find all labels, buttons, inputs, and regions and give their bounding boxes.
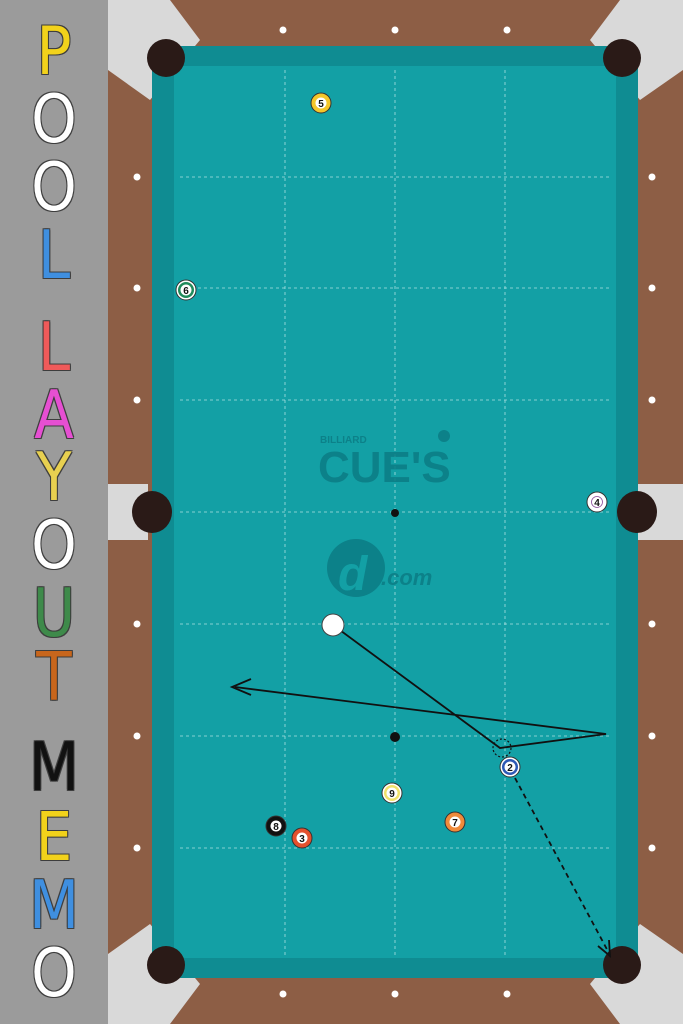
shot-lines — [229, 624, 612, 959]
ball-2[interactable]: 2 — [499, 756, 521, 778]
pocket-bottom-right — [603, 946, 641, 984]
ball-7[interactable]: 7 — [444, 811, 466, 833]
center-spot — [391, 509, 399, 517]
object-path-arrowhead-icon — [597, 939, 612, 959]
pocket-side-left — [132, 491, 172, 533]
pocket-side-right — [617, 491, 657, 533]
pocket-bottom-left — [147, 946, 185, 984]
pocket-top-left — [147, 39, 185, 77]
ball-number-label: 3 — [299, 834, 305, 845]
ball-number-label: 7 — [452, 818, 458, 829]
ball-number-label: 9 — [389, 789, 395, 800]
pocket-top-right — [603, 39, 641, 77]
logo-cue-ball-icon — [438, 430, 450, 442]
cue-path-line — [234, 624, 607, 749]
rail-diamonds — [133, 26, 656, 998]
title-letter-9: U — [32, 573, 76, 653]
object-ball-path-dashed — [514, 777, 611, 956]
title-sidebar — [0, 0, 108, 1024]
pockets — [132, 39, 657, 984]
title-letter-2: O — [31, 79, 77, 159]
title-letter-11: M — [28, 727, 80, 807]
title-letter-3: O — [31, 147, 77, 227]
ball-5[interactable]: 5 — [310, 92, 332, 114]
ball-9[interactable]: 9 — [381, 782, 403, 804]
title-letter-13: M — [28, 865, 80, 945]
title-letter-1: P — [36, 11, 72, 91]
ball-8[interactable]: 8 — [265, 815, 287, 837]
ball-3[interactable]: 3 — [291, 827, 313, 849]
logo-mark-letter: d — [338, 548, 369, 601]
title-letter-6: A — [34, 375, 74, 455]
ball-number-label: 4 — [594, 498, 600, 509]
cue-ball[interactable] — [321, 613, 345, 637]
balls-layer: 5 6 4 2 9 7 8 3 — [175, 92, 608, 849]
title-letter-5: L — [37, 307, 71, 387]
ball-number-label: 8 — [273, 822, 279, 833]
ball-number-label: 2 — [507, 763, 513, 774]
title-letter-14: O — [31, 933, 77, 1013]
brand-logo: BILLIARD CUE'S d .com — [318, 430, 451, 601]
logo-small-text: BILLIARD — [320, 435, 367, 446]
title-letter-10: T — [36, 637, 72, 717]
title-letter-8: O — [31, 505, 77, 585]
foot-spot — [390, 732, 400, 742]
title-letter-12: E — [35, 797, 73, 877]
ball-number-label: 5 — [318, 99, 324, 110]
ball-4[interactable]: 4 — [586, 491, 608, 513]
title-letter-4: L — [37, 215, 71, 295]
cue-path-arrowhead-icon — [229, 678, 252, 696]
logo-sub-text: .com — [381, 565, 432, 590]
ghost-ball-outline-icon — [492, 738, 512, 758]
logo-mark-circle-icon — [327, 539, 385, 597]
ball-6[interactable]: 6 — [175, 279, 197, 301]
logo-brand-text: CUE'S — [318, 443, 451, 492]
title-letter-7: Y — [36, 437, 72, 517]
ball-number-label: 6 — [183, 286, 189, 297]
